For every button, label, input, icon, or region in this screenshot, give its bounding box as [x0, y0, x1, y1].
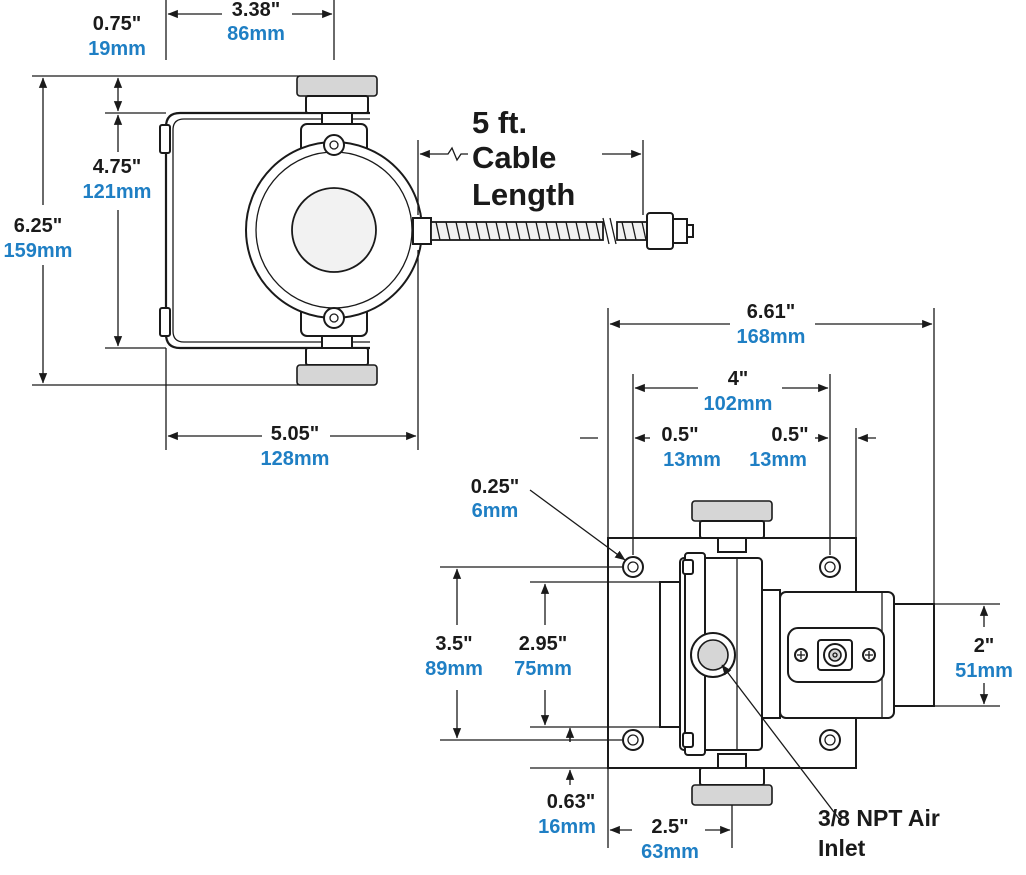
front-width-mm: 168mm	[737, 326, 806, 348]
top-offset-mm: 19mm	[88, 38, 146, 60]
sensor-housing	[779, 591, 935, 719]
hole-dia-mm: 6mm	[472, 500, 519, 522]
cable-label-line1: 5 ft.	[472, 105, 527, 140]
outlet-mm: 51mm	[955, 660, 1013, 682]
cable-assembly	[412, 212, 694, 250]
top-width-mm: 86mm	[227, 23, 285, 45]
air-inlet-port	[697, 639, 729, 671]
air-inlet-label-line1: 3/8 NPT Air	[818, 805, 940, 831]
total-height-mm: 159mm	[4, 240, 73, 262]
right-margin-mm: 13mm	[749, 449, 807, 471]
front-view: 6.61" 168mm 4" 102mm 0.5" 13mm 0.5" 13mm…	[425, 301, 1013, 863]
bottom-end-cap	[296, 333, 378, 386]
clamp-body	[245, 123, 423, 337]
top-offset-inch: 0.75"	[93, 13, 141, 35]
mount-hole-top-left	[622, 556, 644, 578]
cable-label-line3: Length	[472, 177, 575, 212]
right-margin-inch: 0.5"	[771, 424, 808, 446]
inner-height-inch: 4.75"	[93, 156, 141, 178]
cable-label-line2: Cable	[472, 140, 556, 175]
hole-vertical-mm: 89mm	[425, 658, 483, 680]
hole-dia-inch: 0.25"	[471, 476, 519, 498]
total-width-mm: 128mm	[261, 448, 330, 470]
mount-hole-bottom-left	[622, 729, 644, 751]
bottom-offset-mm: 16mm	[538, 816, 596, 838]
total-width-inch: 5.05"	[271, 423, 319, 445]
left-margin-inch: 0.5"	[661, 424, 698, 446]
amplifier-body	[659, 552, 781, 756]
top-view: 3.38" 86mm 0.75" 19mm 4.75" 121mm 6.25" …	[4, 0, 694, 470]
top-end-cap	[296, 75, 378, 128]
air-inlet-label-line2: Inlet	[818, 835, 866, 861]
hole-vertical-inch: 3.5"	[435, 633, 472, 655]
hole-spacing-mm: 102mm	[704, 393, 773, 415]
bottom-width-mm: 63mm	[641, 841, 699, 863]
hole-spacing-inch: 4"	[728, 368, 749, 390]
mount-hole-bottom-right	[819, 729, 841, 751]
bottom-offset-inch: 0.63"	[547, 791, 595, 813]
top-width-inch: 3.38"	[232, 0, 280, 21]
body-height-mm: 75mm	[514, 658, 572, 680]
outlet-inch: 2"	[974, 635, 995, 657]
mount-hole-top-right	[819, 556, 841, 578]
bottom-width-inch: 2.5"	[651, 816, 688, 838]
body-height-inch: 2.95"	[519, 633, 567, 655]
front-width-inch: 6.61"	[747, 301, 795, 323]
inner-height-mm: 121mm	[83, 181, 152, 203]
total-height-inch: 6.25"	[14, 215, 62, 237]
left-margin-mm: 13mm	[663, 449, 721, 471]
mounting-bracket	[159, 111, 370, 350]
